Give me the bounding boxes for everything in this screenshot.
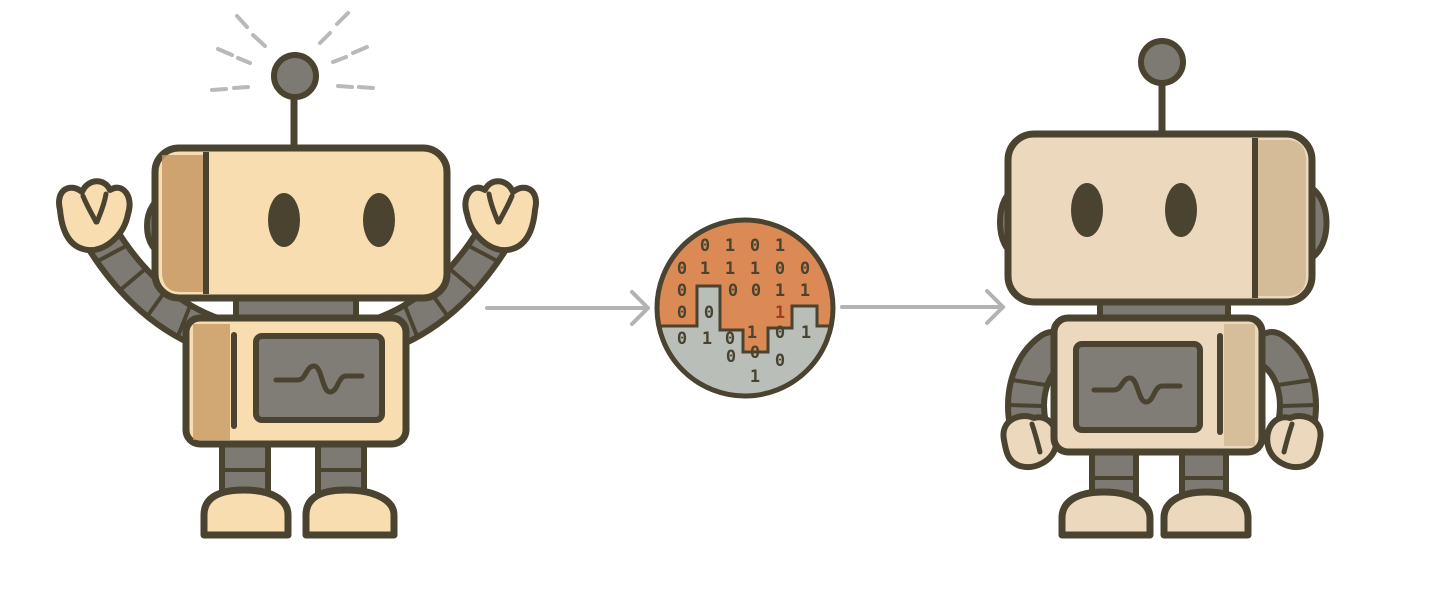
binary-digit: 0 (677, 281, 687, 301)
binary-digit: 0 (677, 303, 687, 323)
binary-digit: 1 (700, 259, 710, 279)
binary-digit: 0 (775, 259, 785, 279)
binary-digit: 1 (800, 281, 810, 301)
arrow-right-icon (485, 290, 650, 326)
arrow-right-icon-2 (840, 289, 1005, 325)
binary-digit: 0 (750, 343, 760, 363)
binary-digit: 1 (747, 323, 757, 343)
binary-digit: 1 (775, 236, 785, 256)
sparkle-lines (210, 11, 375, 92)
binary-digit: 0 (775, 323, 785, 343)
binary-digit: 0 (677, 259, 687, 279)
chest-screen (253, 333, 385, 423)
excited-robot-icon (56, 11, 539, 539)
binary-digit: 0 (751, 281, 761, 301)
binary-digit: 1 (750, 259, 760, 279)
binary-digit: 0 (704, 303, 714, 323)
binary-digit: 0 (726, 347, 736, 367)
binary-digit: 1 (775, 281, 785, 301)
binary-digit: 0 (725, 329, 735, 349)
head (151, 144, 451, 302)
binary-digit: 0 (700, 236, 710, 256)
binary-digit: 0 (800, 259, 810, 279)
binary-digit: 0 (750, 236, 760, 256)
binary-digit: 1 (702, 329, 712, 349)
binary-digit: 1 (725, 236, 735, 256)
binary-digit: 0 (775, 351, 785, 371)
calm-robot-icon (997, 38, 1330, 539)
binary-digit: 1 (750, 367, 760, 387)
binary-digit: 0 (677, 329, 687, 349)
left-eye (268, 193, 300, 247)
head-right (1004, 130, 1316, 306)
left-eye-right (1071, 183, 1103, 237)
right-eye (363, 193, 395, 247)
right-eye-right (1165, 183, 1197, 237)
binary-digit: 1 (775, 303, 785, 323)
binary-digit: 1 (801, 323, 811, 343)
binary-digit: 1 (725, 259, 735, 279)
binary-digit: 0 (728, 281, 738, 301)
